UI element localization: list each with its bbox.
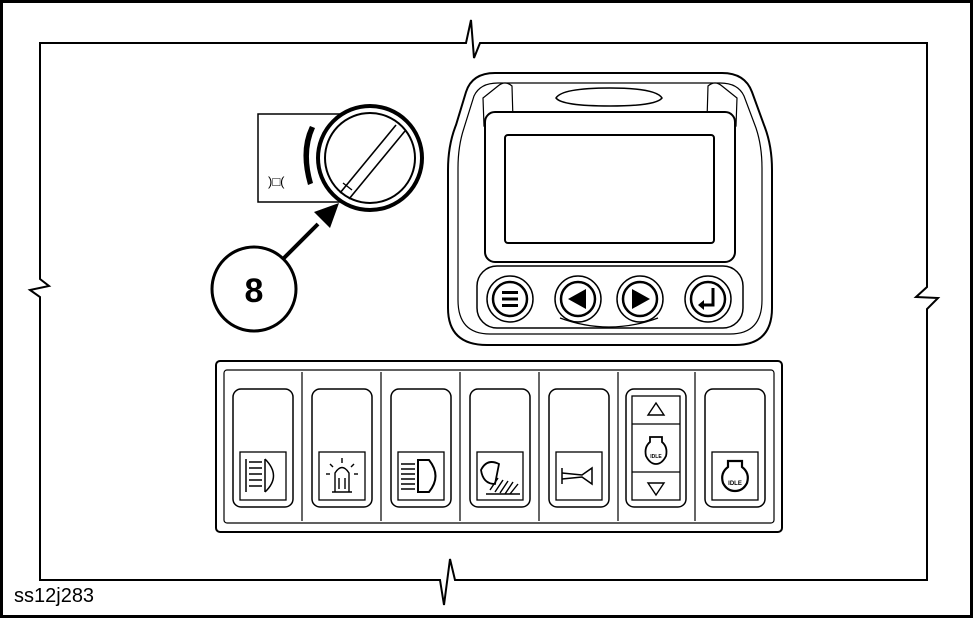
auto-idle-switch[interactable]: IDLE [704, 388, 766, 508]
menu-icon [502, 291, 518, 307]
callout-arrow-shaft [278, 222, 320, 264]
monitor-button-bar [476, 265, 744, 329]
speed-up-icon [646, 401, 666, 416]
callout-8: 8 [210, 203, 339, 333]
arrow-right-icon [632, 289, 650, 309]
callout-number: 8 [245, 272, 264, 310]
arrow-right-button[interactable] [616, 275, 664, 323]
drive-light-icon [401, 459, 437, 493]
low-beam-light-switch[interactable] [469, 388, 531, 508]
monitor-sensor [555, 87, 663, 107]
enter-button[interactable] [684, 275, 732, 323]
monitor-screen [504, 134, 715, 244]
knob-slot-edge [339, 124, 397, 194]
rocker-idle-label: IDLE [650, 454, 662, 460]
switch-dividers [301, 372, 696, 521]
work-light-icon [245, 458, 275, 493]
auto-idle-label: IDLE [728, 481, 742, 487]
arrow-left-icon [568, 289, 586, 309]
work-light-switch[interactable] [232, 388, 294, 508]
drive-light-switch[interactable] [390, 388, 452, 508]
arrow-buttons-bridge [559, 317, 659, 328]
knob-slot-edge [348, 130, 406, 200]
callout-arrow-head [314, 203, 339, 228]
knob-indicator-mark [342, 182, 353, 191]
menu-button[interactable] [486, 275, 534, 323]
rotation-arc-icon [303, 126, 315, 185]
monitor-bezel [457, 82, 763, 335]
auto-idle-icon: IDLE [721, 459, 749, 493]
rotary-switch[interactable]: )□( [257, 104, 424, 212]
engine-speed-rocker-icon: IDLE [644, 436, 668, 465]
horn-icon [561, 466, 593, 486]
beacon-light-icon [326, 458, 358, 493]
monitor [447, 72, 773, 346]
horn-switch[interactable] [548, 388, 610, 508]
switch-panel: IDLE IDLE [215, 360, 783, 533]
engine-speed-rocker-switch[interactable]: IDLE [625, 388, 687, 508]
figure-id-label: ss12j283 [14, 585, 95, 607]
arrow-left-button[interactable] [554, 275, 602, 323]
rotary-switch-symbol: )□( [268, 174, 285, 189]
speed-down-icon [646, 482, 666, 497]
break-frame [27, 19, 941, 606]
rotary-knob-inner [324, 112, 416, 204]
callout-circle [210, 245, 298, 333]
enter-icon [698, 288, 715, 310]
beacon-light-switch[interactable] [311, 388, 373, 508]
low-beam-light-icon [480, 461, 520, 495]
